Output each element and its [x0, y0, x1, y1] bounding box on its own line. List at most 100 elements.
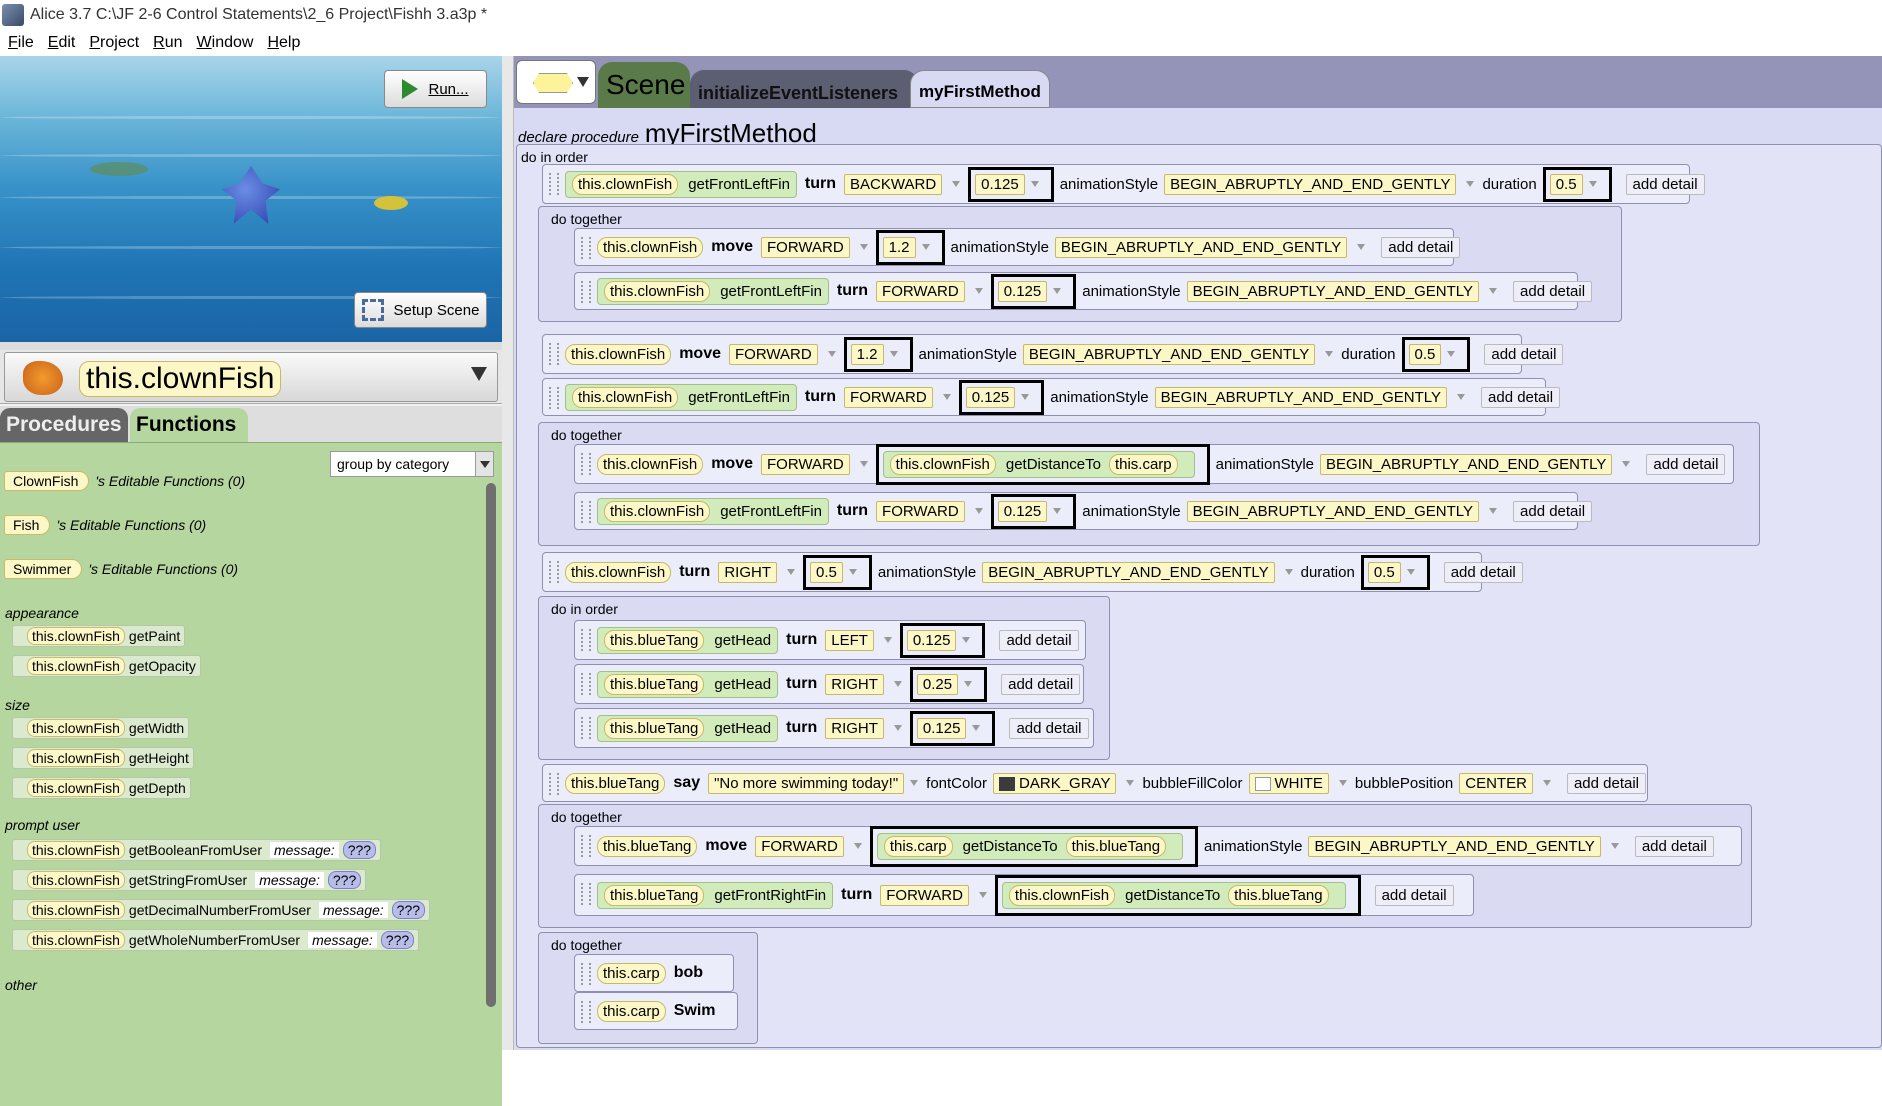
class-pill[interactable]: ClownFish: [4, 471, 90, 491]
animation-style-arg[interactable]: BEGIN_ABRUPTLY_AND_END_GENTLY: [1164, 173, 1457, 195]
amount-arg[interactable]: 0.125: [916, 717, 967, 739]
animation-style-arg[interactable]: BEGIN_ABRUPTLY_AND_END_GENTLY: [1186, 280, 1480, 302]
animation-style-arg[interactable]: BEGIN_ABRUPTLY_AND_END_GENTLY: [1186, 500, 1480, 522]
chevron-down-icon[interactable]: [978, 892, 987, 898]
animation-style-arg[interactable]: BEGIN_ABRUPTLY_AND_END_GENTLY: [1154, 386, 1448, 408]
add-detail-button[interactable]: add detail: [1481, 386, 1561, 408]
add-detail-button[interactable]: add detail: [1484, 343, 1564, 365]
chevron-down-icon[interactable]: [1466, 181, 1475, 187]
chevron-down-icon[interactable]: [1610, 843, 1619, 849]
scrollbar[interactable]: [486, 483, 496, 1007]
type-selector[interactable]: [516, 60, 596, 104]
add-detail-button[interactable]: add detail: [1634, 835, 1714, 857]
instance-selector[interactable]: this.clownFish: [4, 352, 498, 402]
text-arg[interactable]: "No more swimming today!": [708, 772, 905, 794]
direction-arg[interactable]: FORWARD: [876, 280, 965, 302]
color-arg[interactable]: WHITE: [1248, 772, 1329, 794]
message-value[interactable]: ???: [342, 841, 377, 859]
position-arg[interactable]: CENTER: [1459, 772, 1533, 794]
amount-arg[interactable]: 0.125: [965, 386, 1016, 408]
chevron-down-icon[interactable]: [1053, 508, 1062, 514]
object-pill[interactable]: this.clownFish: [597, 236, 704, 258]
chevron-down-icon[interactable]: [921, 244, 930, 250]
chevron-down-icon[interactable]: [848, 569, 857, 575]
chevron-down-icon[interactable]: [974, 288, 983, 294]
menu-run[interactable]: Run: [153, 34, 183, 51]
chevron-down-icon[interactable]: [893, 725, 902, 731]
direction-arg[interactable]: FORWARD: [876, 500, 965, 522]
group-by-select[interactable]: group by category: [330, 451, 494, 477]
object-pill[interactable]: this.blueTang: [565, 772, 666, 794]
menu-file[interactable]: File: [8, 34, 34, 51]
object-pill[interactable]: this.clownFish: [1008, 884, 1116, 906]
chevron-down-icon[interactable]: [1457, 394, 1466, 400]
amount-arg[interactable]: 0.125: [997, 500, 1048, 522]
object-pill[interactable]: this.blueTang: [604, 884, 705, 906]
menu-project[interactable]: Project: [89, 34, 140, 51]
object-pill[interactable]: this.carp: [1108, 453, 1178, 475]
setup-scene-button[interactable]: Setup Scene: [354, 292, 487, 328]
direction-arg[interactable]: FORWARD: [729, 343, 818, 365]
animation-style-arg[interactable]: BEGIN_ABRUPTLY_AND_END_GENTLY: [982, 561, 1275, 583]
chevron-down-icon[interactable]: [910, 780, 919, 786]
amount-arg[interactable]: 1.2: [850, 343, 884, 365]
menu-help[interactable]: Help: [267, 34, 301, 51]
object-pill[interactable]: this.clownFish: [572, 173, 679, 195]
statement-move[interactable]: this.clownFish move FORWARD 1.2 animatio…: [542, 334, 1564, 374]
direction-arg[interactable]: RIGHT: [825, 673, 884, 695]
class-pill[interactable]: Fish: [4, 515, 51, 535]
amount-arg[interactable]: 0.125: [997, 280, 1048, 302]
object-pill[interactable]: this.clownFish: [604, 500, 711, 522]
object-pill[interactable]: this.clownFish: [565, 343, 672, 365]
chevron-down-icon[interactable]: [1284, 569, 1293, 575]
object-pill[interactable]: this.blueTang: [1228, 884, 1329, 906]
chevron-down-icon[interactable]: [964, 681, 973, 687]
direction-arg[interactable]: FORWARD: [844, 386, 933, 408]
chevron-down-icon[interactable]: [786, 569, 795, 575]
amount-arg[interactable]: 0.25: [916, 673, 959, 695]
chevron-down-icon[interactable]: [883, 637, 892, 643]
object-pill[interactable]: this.clownFish: [565, 561, 672, 583]
statement-say[interactable]: this.blueTang say "No more swimming toda…: [542, 764, 1648, 802]
amount-arg[interactable]: 0.125: [906, 629, 957, 651]
direction-arg[interactable]: FORWARD: [761, 236, 850, 258]
direction-arg[interactable]: FORWARD: [880, 884, 969, 906]
chevron-down-icon[interactable]: [1489, 288, 1498, 294]
chevron-down-icon[interactable]: [889, 351, 898, 357]
animation-style-arg[interactable]: BEGIN_ABRUPTLY_AND_END_GENTLY: [1308, 835, 1601, 857]
animation-style-arg[interactable]: BEGIN_ABRUPTLY_AND_END_GENTLY: [1320, 453, 1613, 475]
statement-swim[interactable]: this.carp Swim: [574, 992, 738, 1030]
tab-functions[interactable]: Functions: [130, 408, 248, 442]
chevron-down-icon[interactable]: [974, 508, 983, 514]
chevron-down-icon[interactable]: [475, 452, 493, 476]
amount-arg[interactable]: 1.2: [882, 236, 916, 258]
tab-procedures[interactable]: Procedures: [0, 408, 128, 442]
chevron-down-icon[interactable]: [893, 681, 902, 687]
menu-window[interactable]: Window: [196, 34, 254, 51]
object-pill[interactable]: this.clownFish: [889, 453, 996, 475]
tab-initialize-event-listeners[interactable]: initializeEventListeners: [690, 70, 918, 108]
add-detail-button[interactable]: add detail: [1646, 453, 1726, 475]
chevron-down-icon[interactable]: [1021, 394, 1030, 400]
class-pill[interactable]: Swimmer: [4, 559, 83, 579]
duration-arg[interactable]: 0.5: [1408, 343, 1442, 365]
object-pill[interactable]: this.blueTang: [604, 673, 705, 695]
chevron-down-icon[interactable]: [1357, 244, 1366, 250]
object-pill[interactable]: this.blueTang: [597, 835, 698, 857]
chevron-down-icon[interactable]: [1447, 351, 1456, 357]
